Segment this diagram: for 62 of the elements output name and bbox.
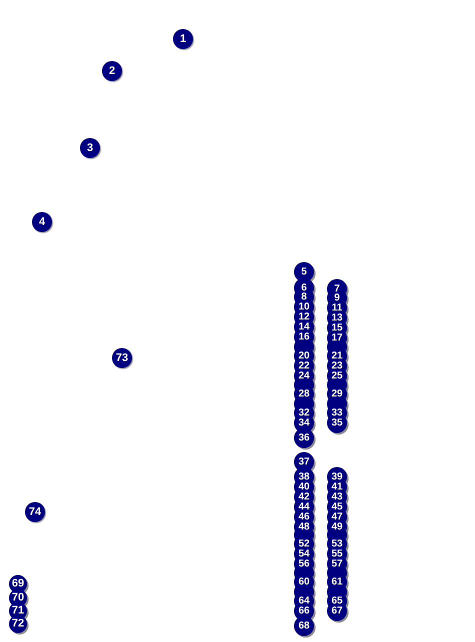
callout-number: 9 — [334, 294, 340, 302]
callout-number: 16 — [298, 332, 310, 342]
callout-number: 45 — [331, 502, 343, 512]
callout-number: 74 — [25, 502, 45, 522]
callout-number: 33 — [331, 408, 343, 418]
callout-number: 15 — [331, 324, 343, 332]
callout-number: 40 — [298, 482, 310, 492]
callout-number: 52 — [298, 540, 310, 548]
callout-number: 22 — [298, 362, 310, 370]
callout-number: 24 — [298, 372, 310, 380]
callout-number: 61 — [331, 578, 343, 586]
callout-number: 65 — [331, 596, 343, 606]
callout-number: 13 — [331, 314, 343, 322]
callout-number: 70 — [12, 592, 24, 604]
callout-number: 28 — [298, 390, 310, 398]
callout-number: 54 — [298, 550, 310, 558]
callout-number: 12 — [298, 312, 310, 322]
callout-number: 66 — [298, 606, 310, 616]
callout-number: 56 — [298, 560, 310, 568]
callout-number: 64 — [298, 596, 310, 606]
callout-number: 10 — [298, 302, 310, 312]
callout-number: 1 — [173, 29, 193, 49]
callout-number: 67 — [331, 606, 343, 616]
callout-number: 2 — [102, 61, 122, 81]
callout-number: 57 — [331, 560, 343, 568]
callout-number: 73 — [112, 348, 132, 368]
callout-number: 48 — [298, 522, 310, 532]
callout-number: 60 — [298, 578, 310, 586]
callout-number: 3 — [80, 138, 100, 158]
callout-number: 38 — [298, 472, 310, 482]
callout-number: 25 — [331, 372, 343, 380]
callout-number: 21 — [331, 352, 343, 360]
callout-number: 6 — [301, 284, 307, 292]
callout-number: 14 — [298, 322, 310, 332]
callout-number: 72 — [12, 618, 24, 630]
callout-number: 55 — [331, 550, 343, 558]
callout-number: 35 — [331, 418, 343, 428]
callout-number: 8 — [301, 292, 307, 302]
callout-number: 7 — [334, 284, 340, 294]
callout-number: 11 — [332, 304, 342, 312]
callout-number: 68 — [298, 622, 310, 630]
callout-number: 32 — [298, 408, 310, 418]
callout-number: 49 — [331, 522, 343, 532]
callout-number: 41 — [331, 482, 343, 492]
callout-number: 47 — [331, 512, 343, 522]
callout-number: 46 — [298, 512, 310, 522]
callout-number: 44 — [298, 502, 310, 512]
callout-number: 39 — [331, 472, 343, 482]
callout-number: 37 — [298, 458, 310, 466]
callout-number: 34 — [298, 418, 310, 428]
callout-number: 43 — [331, 492, 343, 502]
callout-number: 42 — [298, 492, 310, 502]
callout-number: 20 — [298, 352, 310, 360]
callout-number: 17 — [331, 334, 343, 342]
callout-number: 4 — [32, 212, 52, 232]
callout-number: 29 — [331, 390, 343, 398]
callout-number: 5 — [301, 268, 307, 276]
callout-number: 71 — [12, 606, 24, 616]
callout-number: 53 — [331, 540, 343, 548]
callout-number: 36 — [298, 434, 310, 442]
callout-number: 23 — [331, 362, 343, 370]
callout-number: 69 — [12, 578, 24, 590]
